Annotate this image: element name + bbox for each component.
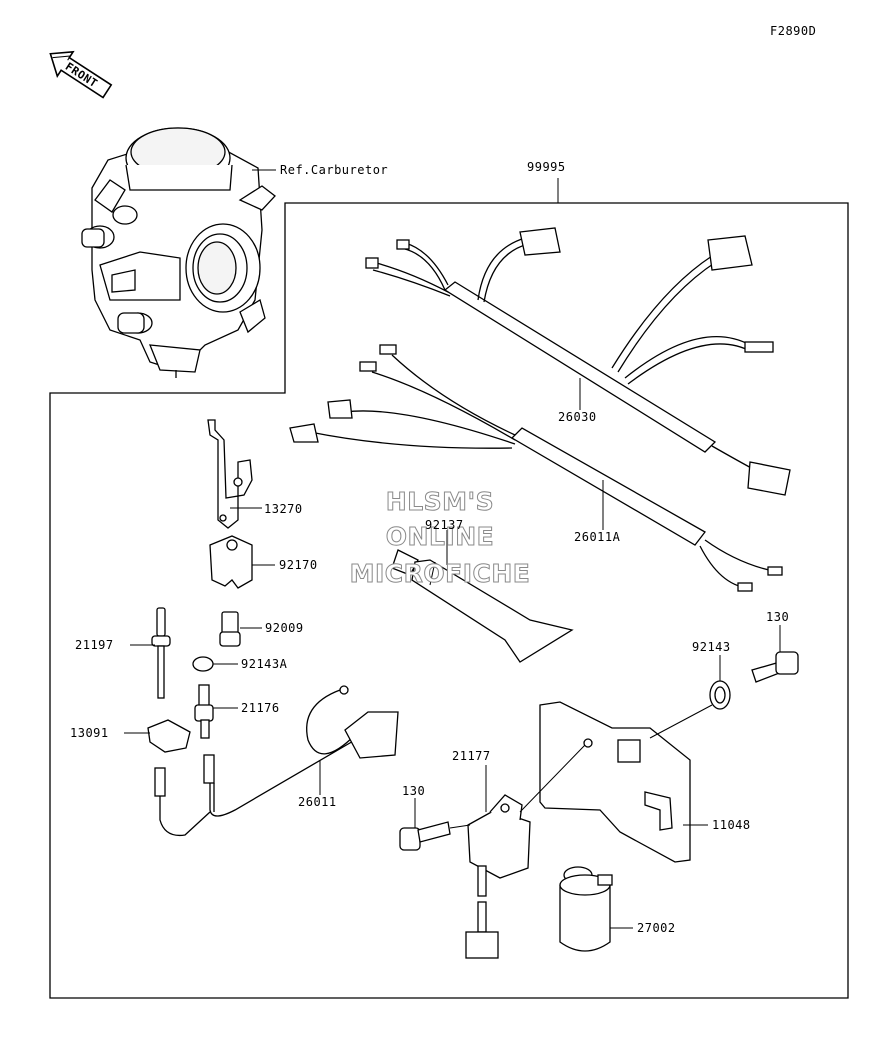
part-21177-label[interactable]: 21177 — [452, 749, 491, 763]
washer-92143A — [192, 656, 214, 672]
bolt-130-right — [751, 651, 799, 683]
part-13270-label[interactable]: 13270 — [264, 502, 303, 516]
screw-92009 — [219, 611, 241, 647]
part-26011-label[interactable]: 26011 — [298, 795, 337, 809]
relay-27002 — [559, 866, 613, 952]
part-21176-label[interactable]: 21176 — [241, 701, 280, 715]
watermark-line3: MICROFICHE — [349, 559, 531, 588]
kit-outline — [49, 202, 849, 999]
part-13091-label[interactable]: 13091 — [70, 726, 109, 740]
part-11048-label[interactable]: 11048 — [712, 818, 751, 832]
part-26030-label[interactable]: 26030 — [558, 410, 597, 424]
part-27002-label[interactable]: 27002 — [637, 921, 676, 935]
clip-13091 — [147, 719, 191, 753]
watermark-line1: HLSM'S — [385, 487, 495, 516]
part-26011A-label[interactable]: 26011A — [574, 530, 621, 544]
harness-26030 — [365, 227, 791, 496]
bracket-13270 — [207, 419, 253, 529]
ref-carburetor-label: Ref.Carburetor — [280, 163, 389, 177]
sensor-21197 — [151, 607, 171, 699]
part-99995-label[interactable]: 99995 — [527, 160, 566, 174]
part-92009-label[interactable]: 92009 — [265, 621, 304, 635]
part-21197-label[interactable]: 21197 — [75, 638, 114, 652]
harness-26011A — [289, 344, 783, 592]
bolt-130-left — [399, 821, 451, 851]
carburetor-illustration — [81, 127, 276, 378]
watermark-line2: ONLINE — [385, 522, 495, 551]
part-92143A-label[interactable]: 92143A — [241, 657, 288, 671]
front-arrow-icon — [49, 50, 113, 99]
bracket-11048 — [539, 701, 691, 863]
lead-26011 — [154, 685, 399, 837]
part-92137-label[interactable]: 92137 — [425, 518, 464, 532]
grease-tube-92137 — [391, 549, 574, 663]
figure-code: F2890D — [770, 24, 817, 38]
clamp-92170 — [209, 535, 253, 589]
part-130-left-label[interactable]: 130 — [402, 784, 426, 798]
unit-21177 — [465, 794, 531, 959]
part-130-right-label[interactable]: 130 — [766, 610, 790, 624]
switch-21176 — [194, 684, 214, 739]
part-92143-label[interactable]: 92143 — [692, 640, 731, 654]
washer-92143 — [709, 680, 731, 710]
part-92170-label[interactable]: 92170 — [279, 558, 318, 572]
